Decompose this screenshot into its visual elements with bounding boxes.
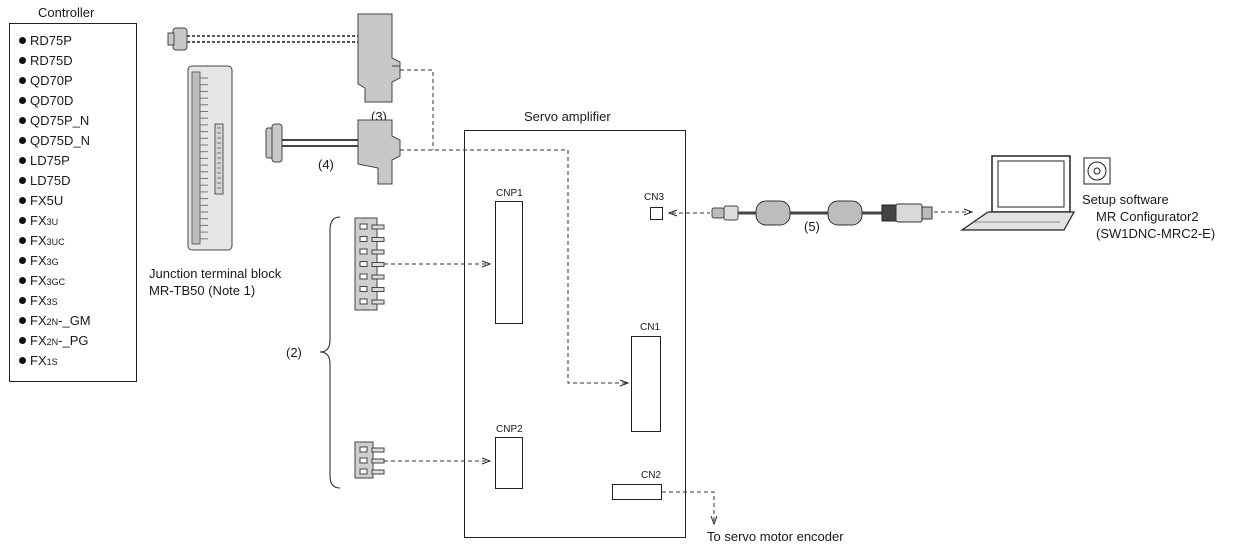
- junction-terminal-block-icon: [187, 65, 233, 251]
- cnp1-label: CNP1: [496, 188, 523, 199]
- power-connector-cnp1-icon: [354, 217, 385, 311]
- encoder-label: To servo motor encoder: [707, 529, 844, 544]
- bullet-icon: [19, 77, 26, 84]
- controller-item-main: FX: [30, 253, 47, 268]
- controller-item-main: FX: [30, 233, 47, 248]
- bullet-icon: [19, 337, 26, 344]
- cn3-label: CN3: [644, 192, 665, 203]
- controller-item-sub: 3GC: [46, 277, 66, 287]
- controller-item-main: FX: [30, 353, 47, 368]
- bullet-icon: [19, 277, 26, 284]
- controller-item-main: LD75D: [30, 173, 71, 188]
- software-label-line3: (SW1DNC-MRC2-E): [1096, 226, 1216, 241]
- controller-item: LD75P: [19, 151, 91, 171]
- controller-item-sub: 3U: [46, 217, 59, 227]
- cn1-connector: [631, 336, 661, 432]
- controller-item-main: QD75D_N: [30, 133, 90, 148]
- controller-item-main: FX: [30, 333, 47, 348]
- controller-item: LD75D: [19, 171, 91, 191]
- bullet-icon: [19, 157, 26, 164]
- cable-5-label: (5): [804, 219, 820, 234]
- controller-item-main: FX: [30, 273, 47, 288]
- controller-item: FX3S: [19, 291, 91, 311]
- controller-item: FX3GC: [19, 271, 91, 291]
- junction-label-line2: MR-TB50 (Note 1): [149, 283, 256, 298]
- controller-item-main: FX: [30, 213, 47, 228]
- bullet-icon: [19, 357, 26, 364]
- bullet-icon: [19, 237, 26, 244]
- controller-item-sub: 3G: [46, 257, 59, 267]
- bullet-icon: [19, 317, 26, 324]
- controller-item-main: LD75P: [30, 153, 70, 168]
- cn2-connector: [612, 484, 662, 500]
- software-label-line1: Setup software: [1082, 192, 1169, 207]
- controller-item: QD70P: [19, 71, 91, 91]
- bullet-icon: [19, 57, 26, 64]
- laptop-icon: [960, 155, 1076, 231]
- cable-3-icon: [167, 13, 401, 103]
- cnp2-label: CNP2: [496, 424, 523, 435]
- controller-item-main: QD70D: [30, 93, 74, 108]
- controller-item-main: QD70P: [30, 73, 73, 88]
- controller-item: QD75P_N: [19, 111, 91, 131]
- controller-item-main: QD75P_N: [30, 113, 90, 128]
- cnp1-connector: [495, 201, 523, 324]
- cable-2-label: (2): [286, 345, 302, 360]
- controller-item-main: RD75P: [30, 33, 72, 48]
- bullet-icon: [19, 37, 26, 44]
- cn3-connector: [650, 207, 663, 220]
- controller-item: FX3UC: [19, 231, 91, 251]
- bullet-icon: [19, 297, 26, 304]
- controller-item: FX1S: [19, 351, 91, 371]
- controller-item-sub: 2N: [46, 337, 59, 347]
- controller-item-main: FX: [30, 313, 47, 328]
- controller-item-main: FX: [30, 293, 47, 308]
- controller-item: FX3U: [19, 211, 91, 231]
- controller-item-tail: -_PG: [58, 333, 89, 348]
- bullet-icon: [19, 217, 26, 224]
- servo-amplifier-box: [464, 130, 686, 538]
- controller-item-main: FX5U: [30, 193, 64, 208]
- controller-item: QD75D_N: [19, 131, 91, 151]
- cnp2-connector: [495, 437, 523, 489]
- cd-icon: [1083, 157, 1111, 185]
- power-connector-cnp2-icon: [354, 441, 385, 479]
- usb-cable-5-icon: [667, 200, 974, 226]
- junction-label-line1: Junction terminal block: [149, 266, 282, 281]
- servo-amplifier-title: Servo amplifier: [524, 109, 611, 124]
- controller-box: [9, 23, 137, 382]
- controller-item: FX3G: [19, 251, 91, 271]
- controller-item: RD75D: [19, 51, 91, 71]
- controller-item: RD75P: [19, 31, 91, 51]
- software-label-line2: MR Configurator2: [1096, 209, 1199, 224]
- bullet-icon: [19, 117, 26, 124]
- bullet-icon: [19, 97, 26, 104]
- controller-item: FX2N-_PG: [19, 331, 91, 351]
- bullet-icon: [19, 197, 26, 204]
- cable-4-icon: [265, 119, 401, 185]
- cn1-label: CN1: [640, 322, 661, 333]
- controller-item: FX5U: [19, 191, 91, 211]
- controller-title: Controller: [38, 5, 95, 20]
- cn2-label: CN2: [641, 470, 662, 481]
- cable-4-label: (4): [318, 157, 334, 172]
- bullet-icon: [19, 257, 26, 264]
- controller-item-sub: 2N: [46, 317, 59, 327]
- controller-item-sub: 3UC: [46, 237, 65, 247]
- controller-item-tail: -_GM: [58, 313, 91, 328]
- bullet-icon: [19, 177, 26, 184]
- controller-item-sub: 1S: [46, 357, 58, 367]
- controller-list: RD75P RD75D QD70P QD70D QD75P_N QD75D_N LD75P L…: [19, 31, 91, 371]
- controller-item-sub: 3S: [46, 297, 58, 307]
- bullet-icon: [19, 137, 26, 144]
- controller-item-main: RD75D: [30, 53, 73, 68]
- controller-item: QD70D: [19, 91, 91, 111]
- controller-item: FX2N-_GM: [19, 311, 91, 331]
